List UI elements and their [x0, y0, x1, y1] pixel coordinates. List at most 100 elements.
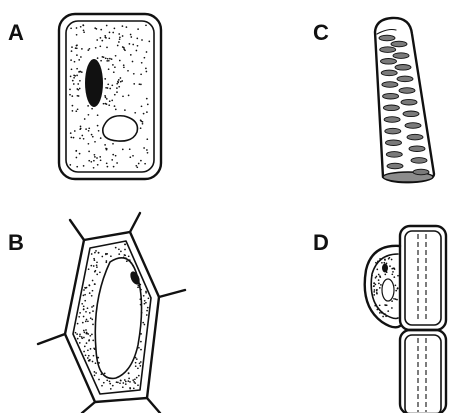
- stipple-dot: [71, 46, 73, 48]
- stipple-dot: [145, 302, 147, 304]
- stipple-dot: [146, 51, 148, 53]
- stipple-dot: [106, 148, 108, 150]
- stipple-dot: [108, 60, 110, 62]
- stipple-dot: [83, 25, 85, 27]
- stipple-dot: [84, 300, 86, 302]
- stipple-dot: [101, 40, 103, 42]
- stipple-dot: [106, 47, 108, 49]
- stipple-dot: [74, 130, 76, 132]
- stipple-dot: [92, 361, 94, 363]
- stipple-dot: [135, 165, 137, 167]
- stipple-dot: [122, 95, 124, 97]
- stipple-dot: [97, 125, 99, 127]
- stipple-dot: [134, 112, 136, 114]
- stipple-dot: [144, 324, 146, 326]
- stipple-dot: [85, 354, 87, 356]
- stipple-dot: [133, 387, 135, 389]
- stipple-dot: [124, 244, 126, 246]
- stipple-dot: [83, 308, 85, 310]
- stipple-dot: [120, 81, 122, 83]
- stipple-dot: [109, 58, 111, 60]
- stipple-dot: [111, 58, 113, 60]
- stipple-dot: [94, 259, 96, 261]
- stipple-dot: [111, 100, 113, 102]
- stipple-dot: [76, 333, 78, 335]
- stipple-dot: [118, 86, 120, 88]
- stipple-dot: [71, 50, 73, 52]
- stipple-dot: [113, 166, 115, 168]
- cell-a: [59, 14, 161, 179]
- cell-d-lower-wall: [400, 330, 446, 413]
- stipple-dot: [93, 355, 95, 357]
- stipple-dot: [78, 316, 80, 318]
- stipple-dot: [70, 59, 72, 61]
- stipple-dot: [381, 262, 383, 264]
- stipple-dot: [134, 378, 136, 380]
- stipple-dot: [107, 87, 109, 89]
- stipple-dot: [117, 45, 119, 47]
- stipple-dot: [391, 273, 393, 275]
- stipple-dot: [85, 128, 87, 130]
- chloroplast: [407, 134, 423, 140]
- stipple-dot: [395, 284, 397, 286]
- stipple-dot: [114, 66, 116, 68]
- stipple-dot: [384, 274, 386, 276]
- stipple-dot: [79, 88, 81, 90]
- stipple-dot: [73, 137, 75, 139]
- stipple-dot: [108, 104, 110, 106]
- stipple-dot: [96, 261, 98, 263]
- stipple-dot: [80, 26, 82, 28]
- stipple-dot: [114, 105, 116, 107]
- stipple-dot: [98, 252, 100, 254]
- stipple-dot: [100, 37, 102, 39]
- chloroplast: [397, 76, 413, 82]
- stipple-dot: [86, 333, 88, 335]
- stipple-dot: [104, 36, 106, 38]
- stipple-dot: [376, 292, 378, 294]
- stipple-dot: [119, 38, 121, 40]
- stipple-dot: [136, 166, 138, 168]
- stipple-dot: [122, 35, 124, 37]
- stipple-dot: [124, 379, 126, 381]
- stipple-dot: [94, 154, 96, 156]
- stipple-dot: [114, 28, 116, 30]
- stipple-dot: [83, 351, 85, 353]
- stipple-dot: [118, 33, 120, 35]
- stipple-dot: [373, 291, 375, 293]
- stipple-dot: [118, 41, 120, 43]
- stipple-dot: [92, 136, 94, 138]
- cell-d-lower-inner: [405, 335, 441, 413]
- stipple-dot: [93, 160, 95, 162]
- stipple-dot: [96, 28, 98, 30]
- stipple-dot: [104, 78, 106, 80]
- chloroplast: [382, 82, 398, 88]
- stipple-dot: [73, 77, 75, 79]
- stipple-dot: [69, 89, 71, 91]
- cell-b-inner-membrane: [73, 241, 151, 394]
- stipple-dot: [115, 155, 117, 157]
- stipple-dot: [147, 307, 149, 309]
- stipple-dot: [96, 264, 98, 266]
- stipple-dot: [86, 319, 88, 321]
- stipple-dot: [99, 156, 101, 158]
- stipple-dot: [72, 80, 74, 82]
- stipple-dot: [75, 332, 77, 334]
- stipple-dot: [106, 379, 108, 381]
- stipple-dot: [87, 49, 89, 51]
- chloroplast: [393, 53, 409, 59]
- stipple-dot: [389, 257, 391, 259]
- stipple-dot: [83, 289, 85, 291]
- stipple-dot: [146, 310, 148, 312]
- stipple-dot: [88, 143, 90, 145]
- cell-a-nucleus: [85, 59, 103, 107]
- stipple-dot: [146, 138, 148, 140]
- stipple-dot: [124, 254, 126, 256]
- stipple-dot: [125, 383, 127, 385]
- stipple-dot: [73, 83, 75, 85]
- stipple-dot: [378, 283, 380, 285]
- stipple-dot: [80, 56, 82, 58]
- stipple-dot: [101, 385, 103, 387]
- stipple-dot: [87, 349, 89, 351]
- stipple-dot: [105, 261, 107, 263]
